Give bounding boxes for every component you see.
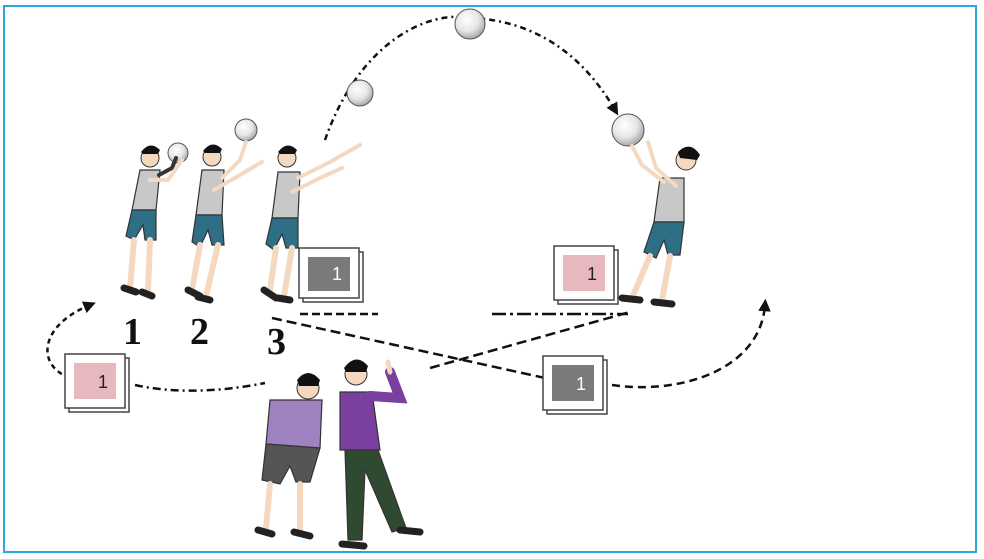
card-stack-bottom-left xyxy=(65,354,129,412)
step-number-2: 2 xyxy=(190,313,209,351)
coach-right xyxy=(340,359,420,546)
step-number-1: 1 xyxy=(123,313,142,351)
coach-left xyxy=(258,373,322,536)
card-label: 1 xyxy=(587,265,597,283)
card-face xyxy=(563,255,605,291)
card-stack-top-right xyxy=(554,246,618,304)
ball-in-flight xyxy=(455,9,485,39)
player-step-2 xyxy=(188,119,262,300)
rotation-path-left xyxy=(135,383,265,391)
rotation-arrow-right xyxy=(612,305,765,387)
card-label: 1 xyxy=(332,265,342,283)
card-face xyxy=(308,257,350,291)
player-step-1 xyxy=(124,143,188,296)
card-label: 1 xyxy=(576,375,586,393)
ball-in-flight xyxy=(347,80,373,106)
card-stack-top-left xyxy=(299,248,363,302)
receiving-player xyxy=(612,114,700,304)
card-face xyxy=(552,365,594,401)
card-face xyxy=(74,363,116,399)
card-stack-bottom-right xyxy=(543,356,607,414)
card-label: 1 xyxy=(98,373,108,391)
step-number-3: 3 xyxy=(267,323,286,361)
